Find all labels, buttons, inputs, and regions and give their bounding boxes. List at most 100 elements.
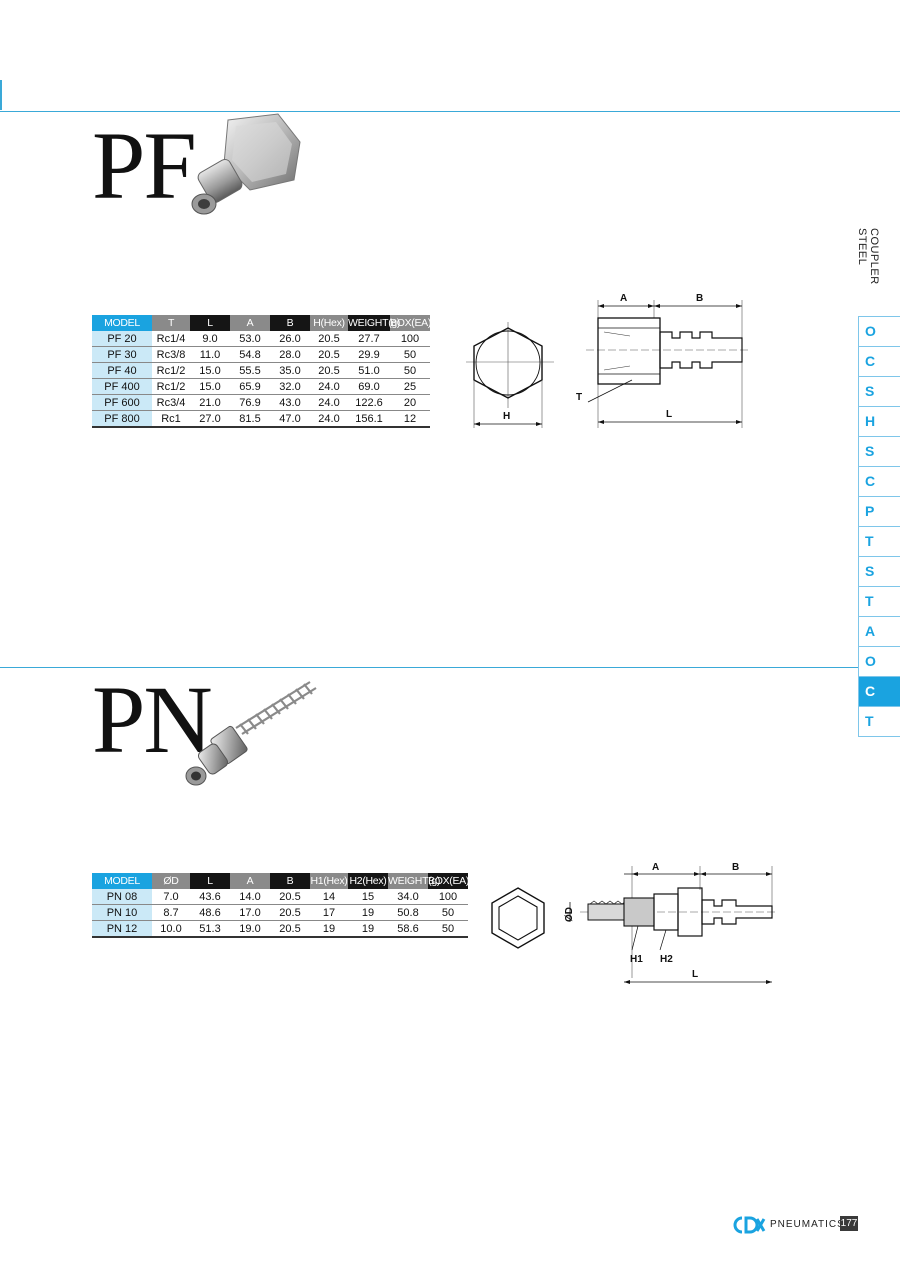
pn-product-photo [185, 681, 317, 786]
pn-dim-a: A [652, 862, 659, 873]
header-a: A [230, 873, 270, 889]
header-h2-hex: H2(Hex) [348, 873, 388, 889]
side-nav-item[interactable]: H [858, 406, 900, 436]
pn-dim-h1: H1 [630, 954, 643, 965]
model-cell: PN 12 [92, 920, 152, 938]
pn-title: PN [92, 666, 213, 773]
side-nav-item[interactable]: C [858, 676, 900, 706]
side-nav-item[interactable]: T [858, 526, 900, 556]
model-cell: PF 600 [92, 394, 152, 411]
pf-dim-b: B [696, 293, 703, 304]
table-cell: 20.5 [310, 346, 348, 363]
pf-dim-a: A [620, 293, 627, 304]
table-cell: 122.6 [348, 394, 390, 411]
header-box: BOX(EA) [390, 315, 432, 331]
table-cell: 20.5 [310, 362, 348, 379]
side-nav-item[interactable]: S [858, 556, 900, 586]
table-cell: Rc3/4 [152, 394, 190, 411]
table-cell: 20.5 [270, 920, 310, 938]
table-cell: 100 [390, 331, 430, 347]
table-cell: Rc1/4 [152, 331, 190, 347]
side-category-label: COUPLER STEEL [856, 228, 880, 285]
table-cell: 50.8 [388, 904, 428, 921]
table-header-row: MODEL T L A B H(Hex) WEIGHT(g) BOX(EA) [92, 315, 432, 331]
table-cell: Rc3/8 [152, 346, 190, 363]
table-cell: 47.0 [270, 410, 310, 428]
model-cell: PF 400 [92, 378, 152, 395]
table-header-row: MODEL ØD L A B H1(Hex) H2(Hex) WEIGHT(g)… [92, 873, 470, 889]
table-cell: 20.5 [310, 331, 348, 347]
brand-logo [733, 1216, 766, 1234]
table-cell: 15.0 [190, 362, 230, 379]
table-cell: 26.0 [270, 331, 310, 347]
table-cell: 10.0 [152, 920, 190, 938]
table-cell: 58.6 [388, 920, 428, 938]
table-cell: 8.7 [152, 904, 190, 921]
table-cell: 69.0 [348, 378, 390, 395]
table-cell: 156.1 [348, 410, 390, 428]
page-edge-marker [0, 80, 2, 110]
table-cell: 27.7 [348, 331, 390, 347]
table-cell: 17.0 [230, 904, 270, 921]
table-cell: 34.0 [388, 889, 428, 905]
table-cell: 20.5 [270, 889, 310, 905]
side-nav-item[interactable]: S [858, 376, 900, 406]
table-cell: 43.0 [270, 394, 310, 411]
table-cell: Rc1/2 [152, 378, 190, 395]
header-diameter: ØD [152, 873, 190, 889]
table-cell: 25 [390, 378, 430, 395]
model-cell: PF 20 [92, 331, 152, 347]
side-nav-item[interactable]: O [858, 316, 900, 346]
table-cell: 43.6 [190, 889, 230, 905]
side-nav-item[interactable]: O [858, 646, 900, 676]
side-nav-item[interactable]: P [858, 496, 900, 526]
table-cell: 24.0 [310, 410, 348, 428]
table-cell: 24.0 [310, 394, 348, 411]
table-cell: 19.0 [230, 920, 270, 938]
table-cell: 20.5 [270, 904, 310, 921]
table-cell: 50 [428, 920, 468, 938]
side-nav-item[interactable]: A [858, 616, 900, 646]
pf-dim-h: H [503, 411, 510, 422]
table-cell: 29.9 [348, 346, 390, 363]
table-cell: 19 [310, 920, 348, 938]
pn-dim-l: L [692, 969, 698, 980]
header-t: T [152, 315, 190, 331]
table-cell: 50 [390, 362, 430, 379]
table-cell: 27.0 [190, 410, 230, 428]
side-nav-item[interactable]: C [858, 466, 900, 496]
header-weight: WEIGHT(g) [348, 315, 401, 331]
section-divider-middle [0, 667, 858, 668]
pf-product-photo [191, 113, 301, 215]
table-cell: 24.0 [310, 378, 348, 395]
table-cell: 32.0 [270, 378, 310, 395]
side-nav-item[interactable]: C [858, 346, 900, 376]
header-h1-hex: H1(Hex) [310, 873, 348, 889]
table-cell: 35.0 [270, 362, 310, 379]
model-cell: PN 10 [92, 904, 152, 921]
table-cell: 19 [348, 920, 388, 938]
pf-dim-t: T [576, 392, 582, 403]
pn-dim-b: B [732, 862, 739, 873]
table-cell: 14.0 [230, 889, 270, 905]
table-cell: 21.0 [190, 394, 230, 411]
table-cell: 19 [348, 904, 388, 921]
model-cell: PN 08 [92, 889, 152, 905]
model-cell: PF 40 [92, 362, 152, 379]
side-nav-item[interactable]: S [858, 436, 900, 466]
side-nav-item[interactable]: T [858, 706, 900, 737]
side-nav-item[interactable]: T [858, 586, 900, 616]
pf-title: PF [92, 112, 197, 219]
header-box: BOX(EA) [428, 873, 470, 889]
table-cell: 11.0 [190, 346, 230, 363]
table-cell: 9.0 [190, 331, 230, 347]
header-l: L [190, 873, 230, 889]
pn-hex-drawing [491, 887, 545, 949]
table-cell: Rc1 [152, 410, 190, 428]
table-cell: 14 [310, 889, 348, 905]
